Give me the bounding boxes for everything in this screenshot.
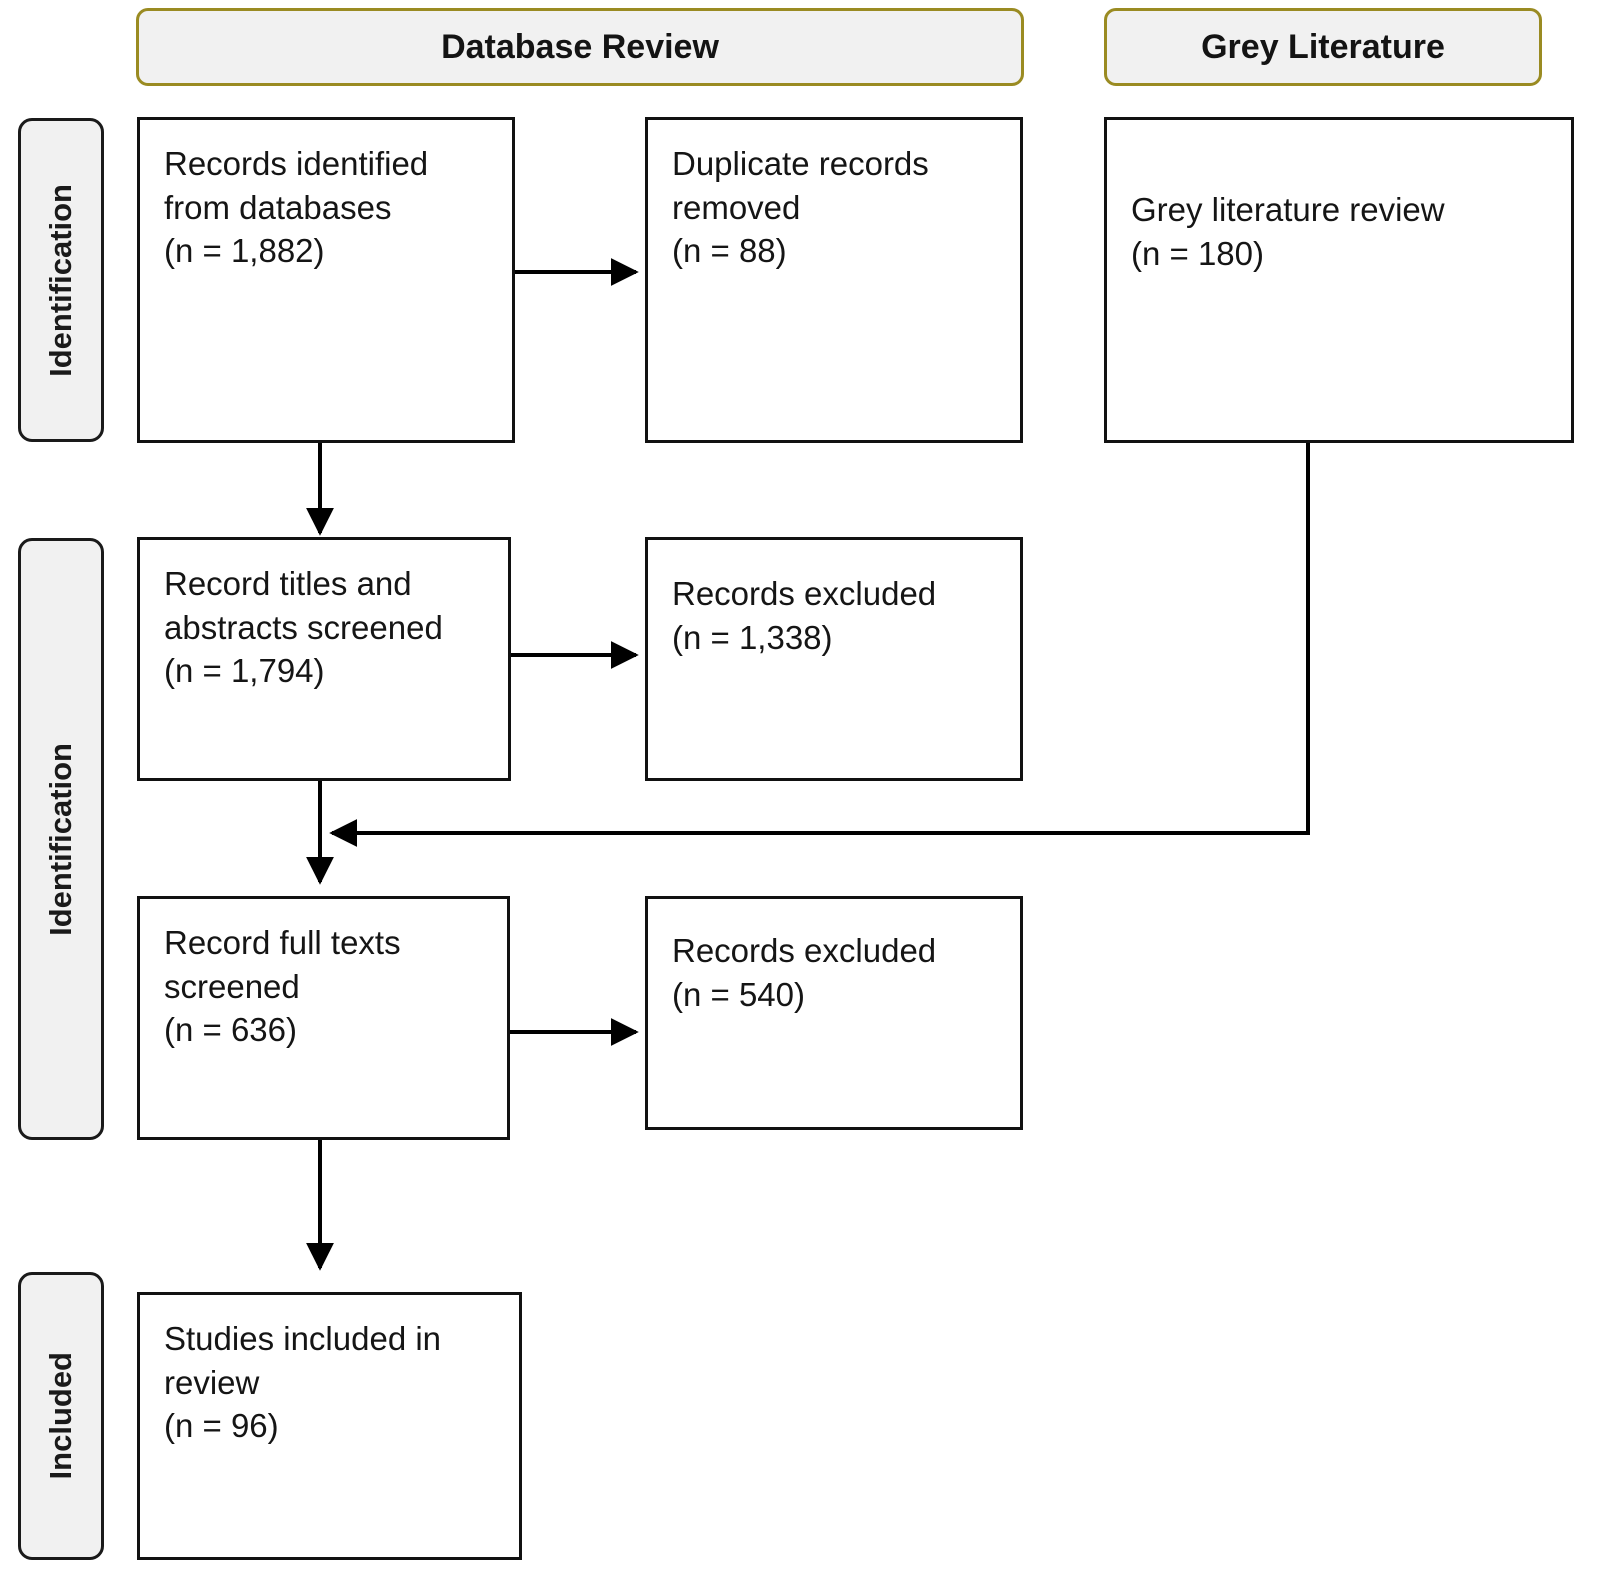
stage-pill-identification-1: Identification [18,118,104,442]
node-text-line: Grey literature review [1131,191,1445,228]
node-duplicates-removed: Duplicate records removed (n = 88) [645,117,1023,443]
node-text-line: Record titles and [164,565,412,602]
column-header-database-review: Database Review [136,8,1024,86]
node-count: (n = 1,794) [164,652,325,690]
node-count: (n = 1,338) [672,618,833,656]
node-full-texts-screened: Record full texts screened (n = 636) [137,896,510,1140]
node-grey-literature-review: Grey literature review (n = 180) [1104,117,1574,443]
node-count: (n = 540) [672,975,805,1013]
column-header-grey-literature: Grey Literature [1104,8,1542,86]
stage-pill-identification-2: Identification [18,538,104,1140]
stage-label: Included [43,1352,78,1480]
node-studies-included: Studies included in review (n = 96) [137,1292,522,1560]
node-text-line: Duplicate records [672,145,929,182]
node-count: (n = 88) [672,232,787,270]
node-count: (n = 96) [164,1407,279,1445]
node-text-line: Records excluded [672,575,937,612]
node-count: (n = 180) [1131,234,1264,272]
node-text-line: Record full texts [164,924,401,961]
stage-label: Identification [43,742,78,936]
stage-pill-included: Included [18,1272,104,1560]
node-text-line: review [164,1363,260,1401]
column-header-label: Grey Literature [1201,27,1445,66]
node-titles-abstracts-screened: Record titles and abstracts screened (n … [137,537,511,781]
column-header-label: Database Review [441,27,719,66]
node-text-line: Studies included in [164,1320,442,1357]
node-text-line: abstracts screened [164,608,443,646]
node-text-line: Records excluded [672,932,937,969]
node-count: (n = 636) [164,1011,297,1049]
node-count: (n = 1,882) [164,232,325,270]
stage-label: Identification [43,183,78,377]
node-text-line: removed [672,188,801,226]
node-text-line: Records identified [164,145,429,182]
node-records-excluded-fulltext: Records excluded (n = 540) [645,896,1023,1130]
node-text-line: screened [164,967,300,1005]
node-text-line: from databases [164,188,392,226]
node-records-identified: Records identified from databases (n = 1… [137,117,515,443]
node-records-excluded-screening: Records excluded (n = 1,338) [645,537,1023,781]
